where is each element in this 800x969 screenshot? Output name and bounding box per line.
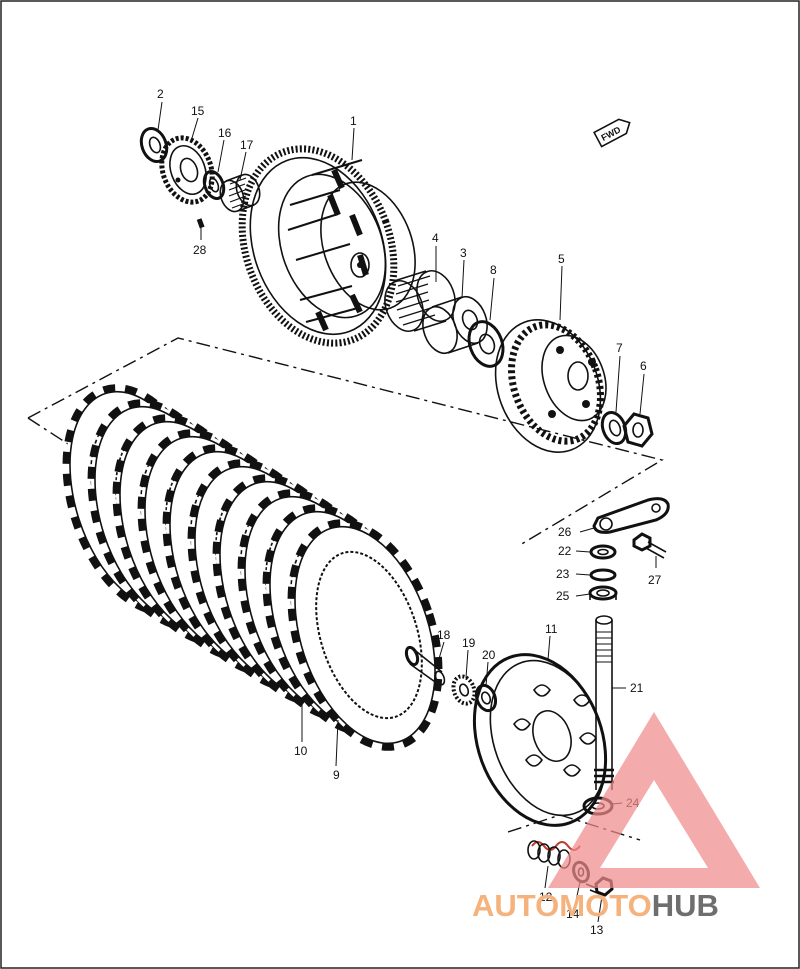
label-part-12: 12 — [539, 890, 553, 904]
part-8-washer — [467, 320, 505, 368]
label-part-8: 8 — [490, 263, 497, 277]
label-part-9: 9 — [333, 768, 340, 782]
label-part-13: 13 — [590, 923, 604, 937]
label-part-21: 21 — [630, 681, 644, 695]
label-part-3: 3 — [460, 246, 467, 260]
part-number-labels: 2 15 16 17 28 1 4 3 8 5 7 6 26 22 23 25 … — [157, 87, 662, 937]
label-part-26: 26 — [558, 525, 572, 539]
watermark-text-accent: AUTOMOTO — [472, 888, 652, 923]
label-part-6: 6 — [640, 359, 647, 373]
part-22-bushing — [589, 544, 617, 560]
label-part-5: 5 — [558, 252, 565, 266]
part-5-clutch-hub — [494, 319, 607, 453]
part-26-release-lever — [592, 497, 670, 534]
label-part-20: 20 — [482, 648, 496, 662]
part-27-bolt — [632, 532, 667, 559]
clutch-plate-stack — [62, 384, 443, 751]
clutch-plate-inner — [315, 550, 423, 720]
label-part-28: 28 — [193, 243, 207, 257]
label-part-15: 15 — [191, 104, 205, 118]
part-23-o-ring — [589, 568, 617, 582]
label-part-2: 2 — [157, 87, 164, 101]
part-6-nut — [622, 412, 654, 448]
label-part-16: 16 — [218, 126, 232, 140]
label-part-17: 17 — [240, 138, 254, 152]
label-part-11: 11 — [545, 622, 558, 636]
label-part-10: 10 — [294, 744, 308, 758]
label-part-25: 25 — [556, 589, 570, 603]
watermark: AUTOMOTOHUB — [472, 712, 760, 923]
label-part-14: 14 — [566, 907, 580, 921]
part-15-sprocket — [159, 135, 215, 205]
label-part-1: 1 — [350, 114, 357, 128]
part-1-clutch-housing — [238, 145, 416, 347]
part-16-spacer — [202, 169, 226, 201]
part-25-oil-seal — [588, 585, 618, 601]
part-28-pin — [196, 218, 205, 229]
part-19-thrust-bearing — [451, 674, 477, 706]
label-part-7: 7 — [616, 341, 623, 355]
part-18-push-piece — [404, 645, 446, 686]
label-part-27: 27 — [648, 573, 662, 587]
label-part-4: 4 — [432, 231, 439, 245]
label-part-19: 19 — [462, 636, 476, 650]
part-2-washer — [139, 127, 169, 163]
forward-direction-badge: FWD — [593, 118, 631, 148]
watermark-text: AUTOMOTOHUB — [472, 888, 719, 923]
part-21-release-shaft — [594, 615, 614, 790]
label-part-22: 22 — [558, 544, 572, 558]
label-part-18: 18 — [437, 628, 451, 642]
part-4-needle-bearing — [384, 270, 456, 332]
watermark-triangle-logo — [548, 712, 760, 888]
part-11-pressure-plate — [472, 653, 608, 827]
watermark-text-dark: HUB — [652, 888, 719, 923]
label-part-23: 23 — [556, 567, 570, 581]
